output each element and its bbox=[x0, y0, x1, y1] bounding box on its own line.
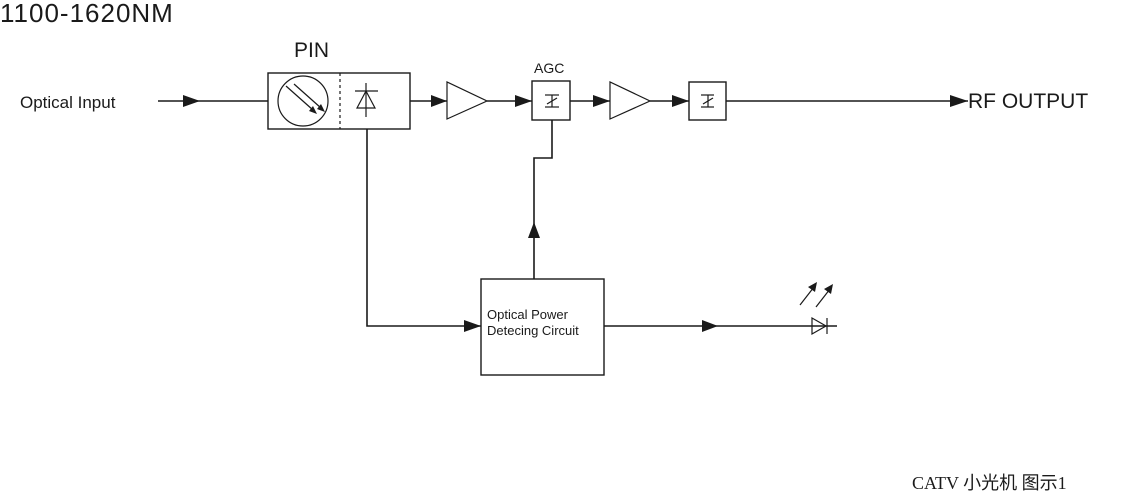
connector-pin-to-detector bbox=[366, 129, 481, 332]
detector-label-line2: Detecing Circuit bbox=[487, 323, 579, 338]
amplifier-1-icon bbox=[446, 81, 489, 120]
pin-label: PIN bbox=[294, 39, 329, 62]
rf-output-label: RF OUTPUT bbox=[968, 90, 1088, 113]
output-arrow bbox=[726, 95, 968, 107]
light-rays-icon bbox=[285, 83, 325, 114]
connector-detector-to-agc bbox=[528, 120, 553, 279]
attenuator-icon bbox=[545, 94, 559, 108]
connector-amp2-to-attenuator bbox=[650, 95, 689, 107]
connector-detector-to-led bbox=[604, 320, 837, 332]
led-indicator-icon bbox=[799, 282, 833, 336]
figure-caption: CATV 小光机 图示1 bbox=[912, 473, 1067, 493]
optical-sensor-icon bbox=[277, 75, 329, 127]
photodiode-icon bbox=[355, 83, 378, 117]
agc-attenuator-block bbox=[531, 80, 571, 121]
wavelength-title: 1100-1620NM bbox=[0, 0, 174, 28]
input-arrow bbox=[158, 95, 268, 107]
connector-pin-to-amp1 bbox=[410, 95, 447, 107]
output-attenuator-icon bbox=[701, 94, 714, 108]
optical-input-label: Optical Input bbox=[20, 93, 116, 112]
agc-label: AGC bbox=[534, 60, 564, 76]
detector-label-line1: Optical Power bbox=[487, 307, 569, 322]
pin-photodiode-module bbox=[267, 72, 411, 130]
amplifier-2-icon bbox=[609, 81, 652, 120]
output-attenuator-block bbox=[688, 81, 727, 121]
connector-agc-to-amp2 bbox=[570, 95, 610, 107]
connector-amp1-to-agc bbox=[487, 95, 532, 107]
optical-power-detecting-circuit: Optical Power Detecing Circuit bbox=[480, 278, 605, 376]
